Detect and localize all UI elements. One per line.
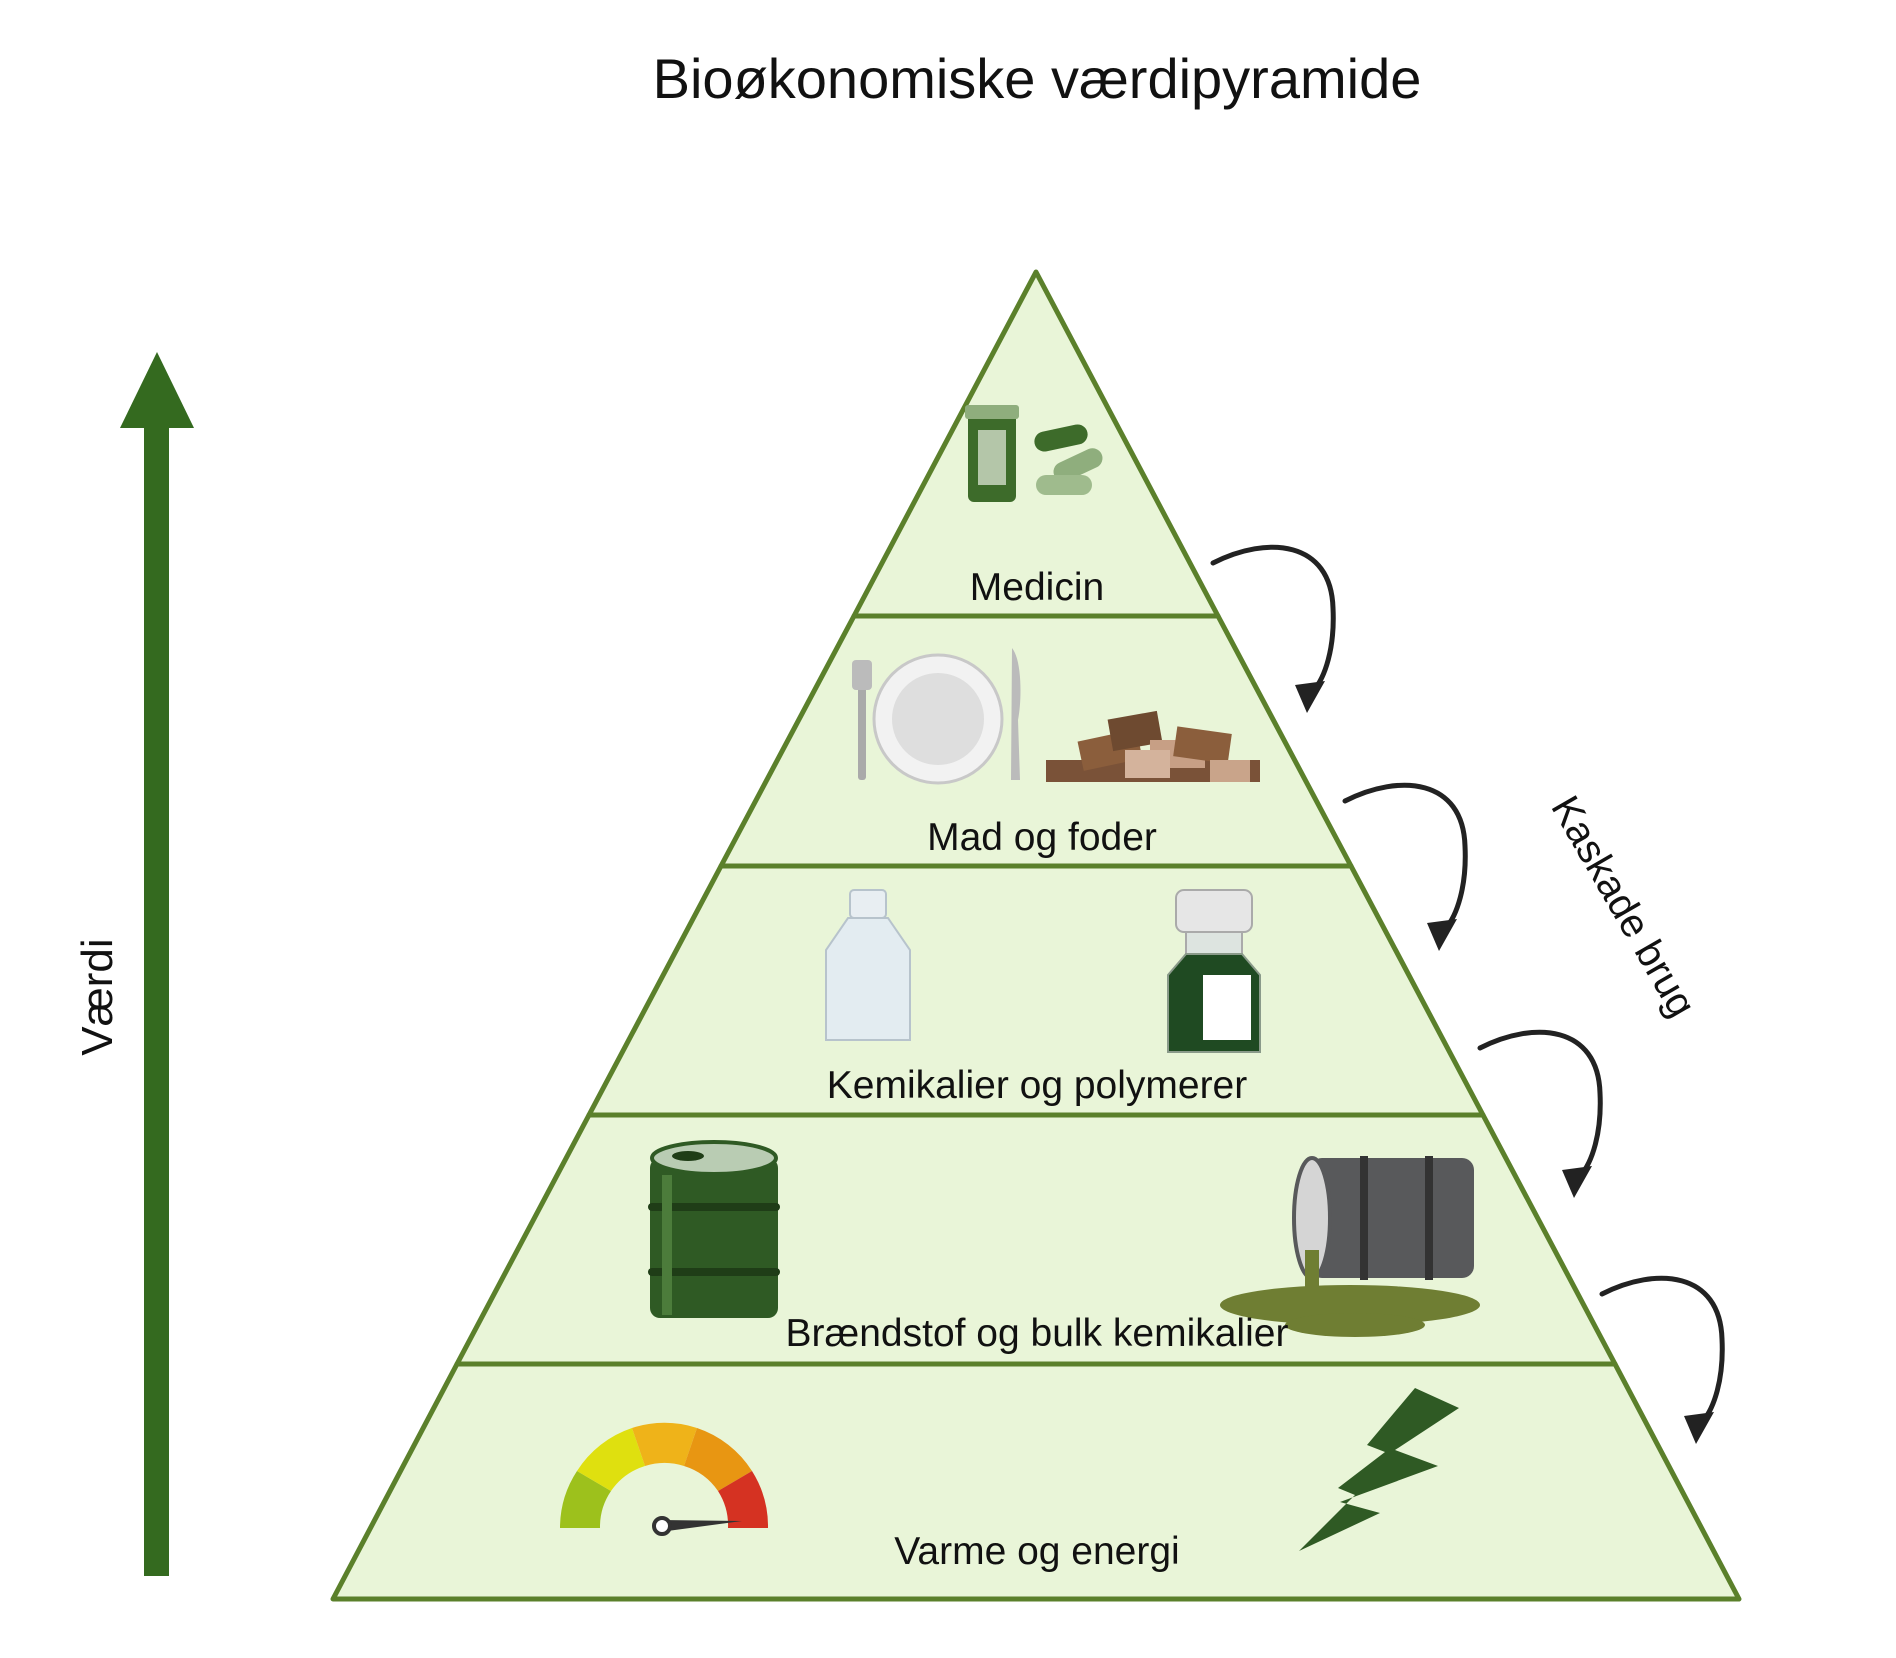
layer-label-varme-og-energi: Varme og energi: [894, 1530, 1179, 1573]
plastic-bottle-icon: [825, 889, 911, 1041]
oil-barrel-icon: [648, 1140, 780, 1318]
layer-label-mad-og-foder: Mad og foder: [927, 816, 1157, 859]
plate-cutlery-icon: [852, 648, 1021, 785]
lightning-icon: [1299, 1388, 1459, 1551]
cascade-label: Kaskade brug: [1542, 789, 1704, 1025]
capsules-icon: [1034, 424, 1103, 495]
reagent-bottle-icon: [1167, 889, 1261, 1053]
layer-label-kemikalier: Kemikalier og polymerer: [827, 1064, 1248, 1107]
diagram-title: Bioøkonomiske værdipyramide: [653, 47, 1422, 110]
spilled-barrel-icon: [1220, 1156, 1480, 1337]
gauge-icon: [559, 1422, 769, 1536]
pill-bottle-icon: [965, 405, 1019, 502]
layer-label-medicin: Medicin: [970, 566, 1104, 609]
value-arrow: [120, 352, 194, 1576]
feed-blocks-icon: [1046, 710, 1260, 782]
value-axis-label: Værdi: [73, 938, 122, 1055]
layer-label-braendstof: Brændstof og bulk kemikalier: [786, 1312, 1289, 1355]
